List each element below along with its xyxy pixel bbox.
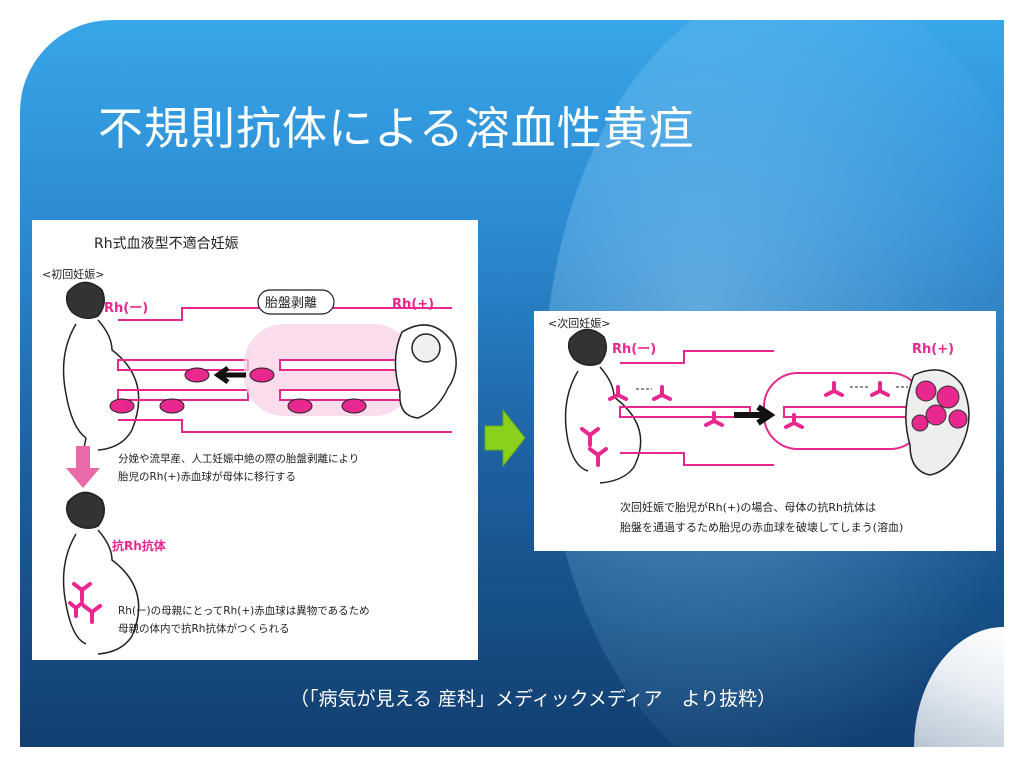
transfer-arrow-icon-right <box>734 404 776 426</box>
fetus-figure <box>394 324 457 419</box>
mother-figure-bottom <box>62 491 140 655</box>
diagram-heading: Rh式血液型不適合妊娠 <box>94 235 239 252</box>
note2-line1: Rh(ー)の母親にとってRh(+)赤血球は異物であるため <box>118 604 370 617</box>
red-blood-cells <box>109 367 367 414</box>
next-pregnancy-label: <次回妊娠> <box>548 316 610 330</box>
rh-negative-label-right: Rh(ー) <box>612 342 656 357</box>
next-note-line1: 次回妊娠で胎児がRh(+)の場合、母体の抗Rh抗体は <box>620 500 876 514</box>
placenta-separation-bubble: 胎盤剥離 <box>257 289 335 315</box>
antibody-label: 抗Rh抗体 <box>112 538 167 553</box>
note1-line2: 胎児のRh(+)赤血球が母体に移行する <box>118 470 296 483</box>
mother-figure-top <box>62 281 140 469</box>
placenta-tubes <box>117 307 452 433</box>
first-pregnancy-diagram: Rh式血液型不適合妊娠 <初回妊娠> <box>32 220 478 660</box>
mother-figure-right <box>564 328 642 484</box>
next-pregnancy-illustration: <次回妊娠> Rh(ー) Rh(+) <box>548 316 970 534</box>
flow-dashes <box>636 386 908 390</box>
antibody-icons <box>68 582 102 624</box>
antibody-icons-right <box>580 381 890 467</box>
hemolyzed-blood-cells <box>911 380 968 432</box>
rh-positive-label-right: Rh(+) <box>912 342 954 357</box>
note2-line2: 母親の体内で抗Rh抗体がつくられる <box>118 622 289 635</box>
first-pregnancy-illustration: Rh式血液型不適合妊娠 <初回妊娠> <box>42 235 457 655</box>
note1-line1: 分娩や流早産、人工妊娠中絶の際の胎盤剥離により <box>118 452 359 465</box>
next-note-line2: 胎盤を通過するため胎児の赤血球を破壊してしまう(溶血) <box>620 520 903 534</box>
source-caption: （「病気が見える 産科」メディックメディア より抜粋） <box>290 688 777 710</box>
rh-negative-label: Rh(ー) <box>104 301 148 316</box>
first-pregnancy-label: <初回妊娠> <box>42 267 104 281</box>
next-pregnancy-diagram: <次回妊娠> Rh(ー) Rh(+) <box>534 311 996 551</box>
placenta-tubes-right <box>619 350 935 466</box>
green-right-arrow-icon <box>484 408 526 468</box>
slide-title: 不規則抗体による溶血性黄疸 <box>98 102 695 155</box>
pink-down-arrow-icon <box>66 446 100 488</box>
transfer-arrow-icon <box>213 365 246 385</box>
rh-positive-label: Rh(+) <box>392 297 434 312</box>
bubble-label: 胎盤剥離 <box>265 296 317 311</box>
